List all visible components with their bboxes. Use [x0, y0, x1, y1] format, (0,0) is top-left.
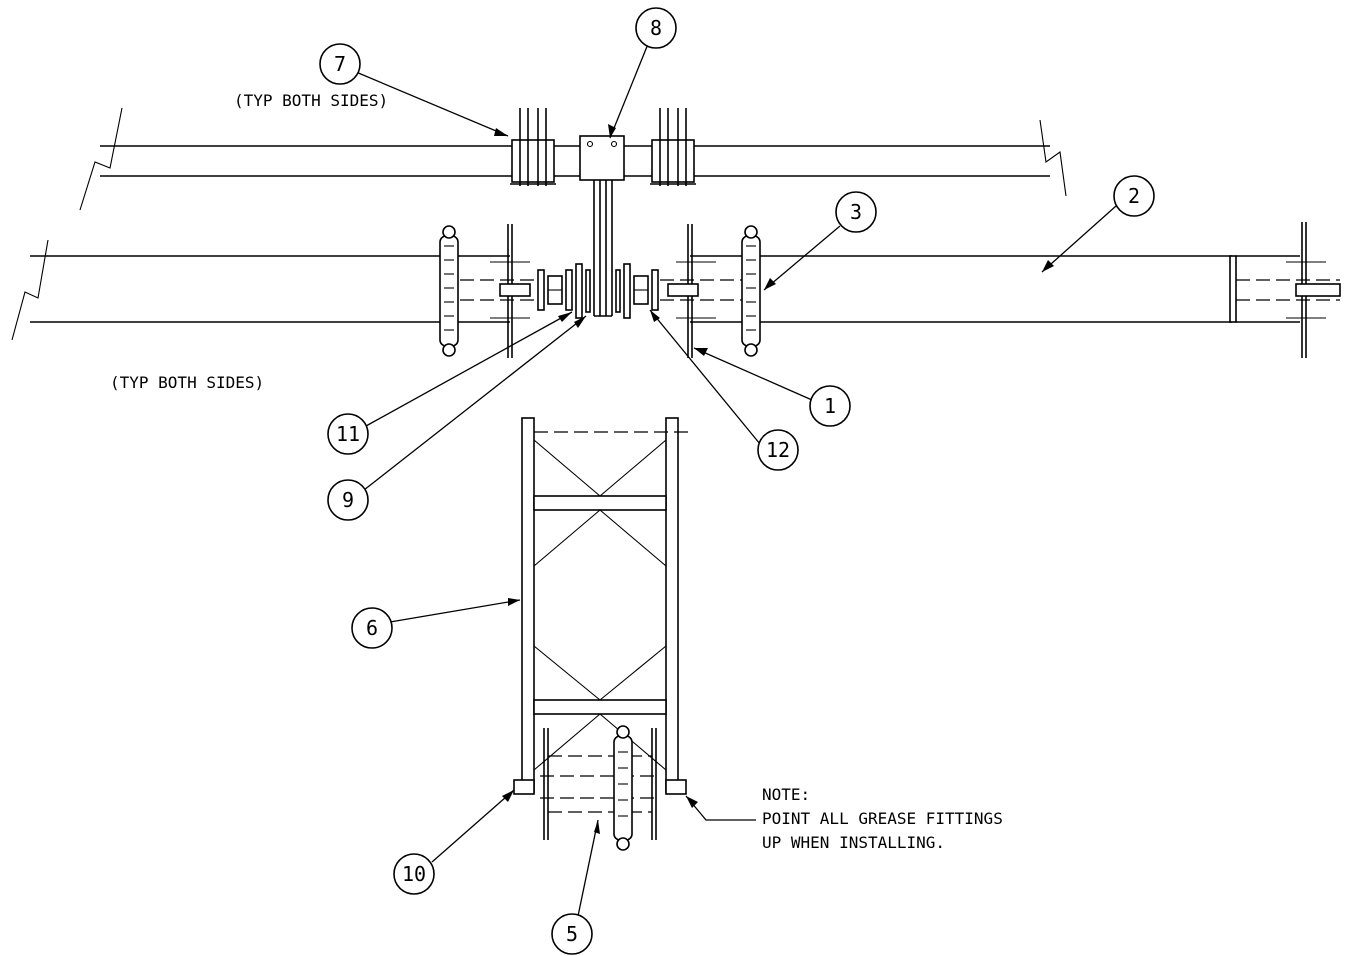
- balloon-10-label: 10: [402, 862, 426, 886]
- bracket-right: [650, 108, 696, 186]
- balloon-3: 3: [835, 191, 877, 233]
- balloon-2-label: 2: [1128, 184, 1140, 208]
- balloon-7: 7: [319, 43, 361, 85]
- sprocket-left: [439, 225, 459, 357]
- upper-beam: [79, 107, 1067, 211]
- note-line-1: POINT ALL GREASE FITTINGS: [762, 809, 1003, 828]
- hub-right: [615, 263, 659, 319]
- middle-beam-left: [11, 224, 540, 358]
- middle-beam-right: [660, 222, 1341, 358]
- lower-frame: [513, 417, 690, 851]
- balloon-3-label: 3: [850, 200, 862, 224]
- leader-lines: [355, 43, 1117, 917]
- balloon-11: 11: [327, 413, 369, 455]
- center-block: [579, 135, 625, 317]
- balloon-9: 9: [327, 479, 369, 521]
- bracket-left: [510, 108, 556, 186]
- balloon-12: 12: [757, 429, 799, 471]
- balloon-8-label: 8: [650, 16, 662, 40]
- balloon-2: 2: [1113, 175, 1155, 217]
- typ-both-sides-top: (TYP BOTH SIDES): [234, 91, 388, 110]
- balloon-10: 10: [393, 853, 435, 895]
- balloon-1: 1: [809, 385, 851, 427]
- balloon-1-label: 1: [824, 394, 836, 418]
- note-title: NOTE:: [762, 785, 810, 804]
- balloon-7-label: 7: [334, 52, 346, 76]
- hub-left: [537, 263, 591, 319]
- balloon-5: 5: [551, 913, 593, 955]
- sprocket-right: [741, 225, 761, 357]
- balloon-11-label: 11: [336, 422, 360, 446]
- typ-both-sides-left: (TYP BOTH SIDES): [110, 373, 264, 392]
- balloon-12-label: 12: [766, 438, 790, 462]
- balloon-9-label: 9: [342, 488, 354, 512]
- balloon-8: 8: [635, 7, 677, 49]
- balloon-6: 6: [351, 607, 393, 649]
- balloon-5-label: 5: [566, 922, 578, 946]
- balloon-6-label: 6: [366, 616, 378, 640]
- note-line-2: UP WHEN INSTALLING.: [762, 833, 945, 852]
